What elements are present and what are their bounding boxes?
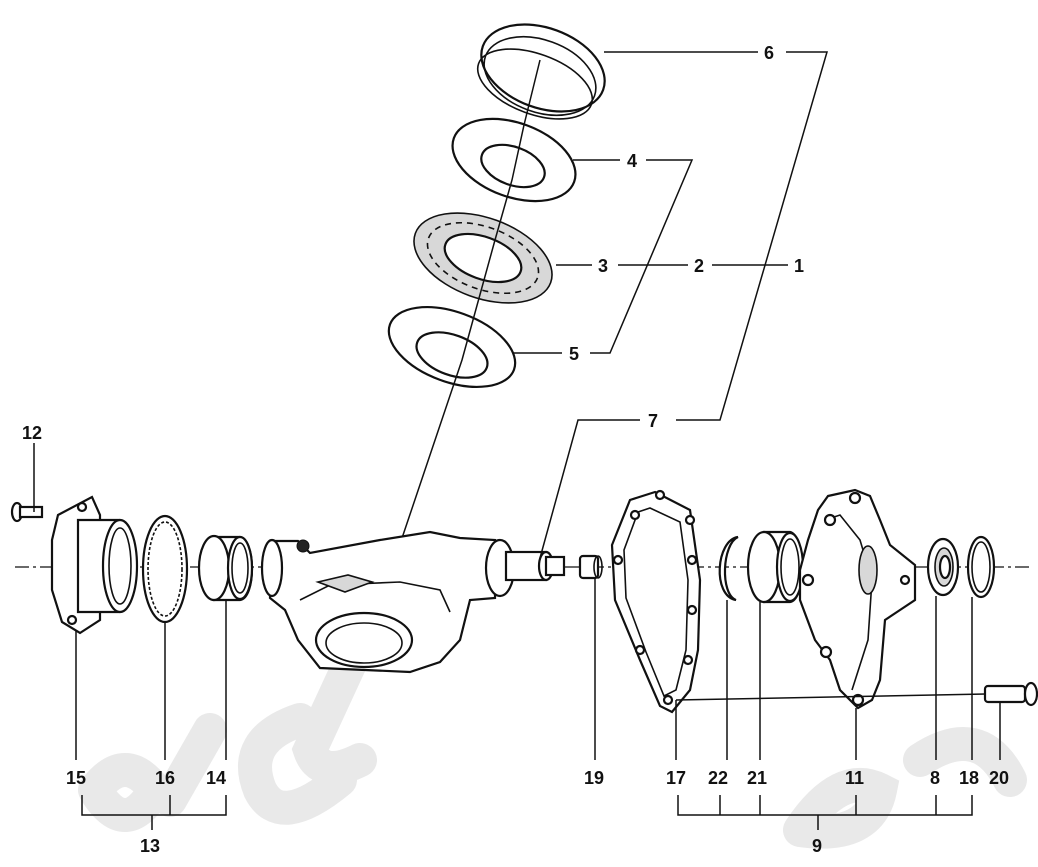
label-part-21: 21 — [747, 768, 767, 788]
leader-lines — [33, 51, 1001, 830]
label-part-19: 19 — [584, 768, 604, 788]
central-housing — [260, 530, 566, 674]
part-labels: 6 4 3 2 1 5 7 12 15 16 14 13 19 17 22 21… — [22, 43, 1009, 856]
part-8-seal — [926, 537, 960, 597]
label-part-9: 9 — [812, 836, 822, 856]
label-part-7: 7 — [648, 411, 658, 431]
stack-axis-line — [397, 59, 541, 551]
label-part-3: 3 — [598, 256, 608, 276]
part-21-bushing — [746, 530, 805, 604]
label-part-5: 5 — [569, 344, 579, 364]
part-5-washer — [387, 306, 517, 388]
label-part-20: 20 — [989, 768, 1009, 788]
label-part-18: 18 — [959, 768, 979, 788]
label-part-8: 8 — [930, 768, 940, 788]
part-14-bushing — [197, 534, 254, 602]
label-part-17: 17 — [666, 768, 686, 788]
part-6-ring — [476, 23, 606, 120]
label-part-11: 11 — [845, 768, 864, 788]
label-part-22: 22 — [708, 768, 728, 788]
label-part-15: 15 — [66, 768, 86, 788]
label-part-6: 6 — [764, 43, 774, 63]
label-part-4: 4 — [627, 151, 637, 171]
label-part-16: 16 — [155, 768, 175, 788]
part-18-circlip — [966, 535, 996, 599]
label-part-14: 14 — [206, 768, 226, 788]
label-part-12: 12 — [22, 423, 42, 443]
part-11-cover — [798, 488, 917, 710]
part-22-snap-ring — [718, 535, 739, 602]
part-15-flange — [50, 495, 139, 635]
label-part-2: 2 — [694, 256, 704, 276]
part-20-bolt — [983, 681, 1038, 707]
part-16-o-ring — [141, 514, 189, 624]
part-3-needle-bearing — [413, 212, 553, 304]
part-4-washer — [451, 117, 577, 203]
label-part-13: 13 — [140, 836, 160, 856]
part-17-gasket — [610, 489, 702, 714]
part-19-dowel — [578, 554, 603, 580]
label-part-1: 1 — [794, 256, 804, 276]
part-12-screw — [10, 501, 44, 523]
